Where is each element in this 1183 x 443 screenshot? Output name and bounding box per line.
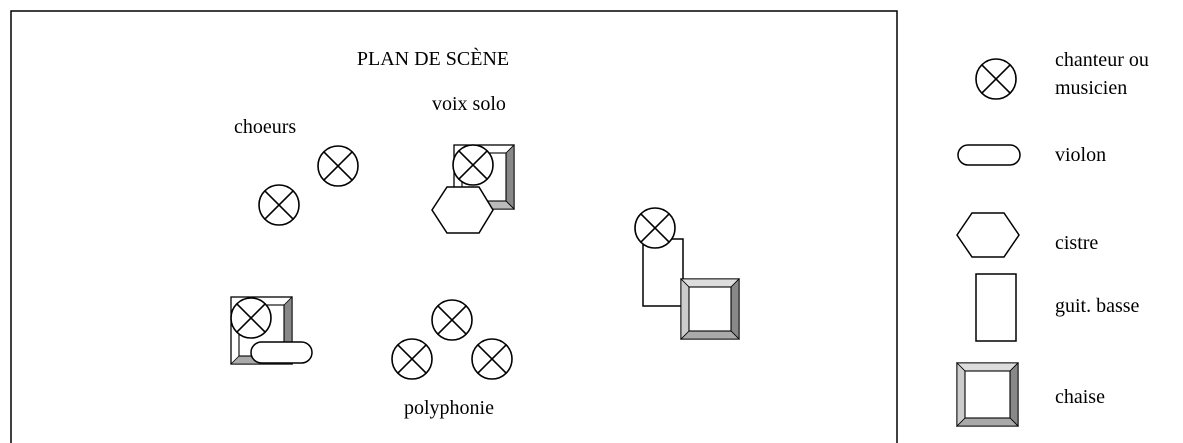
solo-cittern-icon [431, 186, 494, 234]
choir-singer-icon [258, 184, 300, 226]
polyphony-singer-icon [391, 338, 433, 380]
legend-singer-label-2: musicien [1055, 77, 1127, 99]
violin-singer-icon [230, 297, 272, 339]
legend-cittern-icon [956, 212, 1020, 258]
legend-bass-guitar-icon [975, 273, 1017, 342]
stage-frame [10, 10, 898, 443]
label-choeurs: choeurs [234, 116, 296, 138]
polyphony-singer-icon [431, 299, 473, 341]
label-voix-solo: voix solo [432, 93, 506, 115]
legend-chair-icon [956, 362, 1019, 427]
legend-chair-label: chaise [1055, 386, 1105, 408]
legend-singer-label-1: chanteur ou [1055, 49, 1149, 71]
legend-cittern-label: cistre [1055, 232, 1098, 254]
legend-violin-icon [957, 144, 1021, 166]
bass-singer-icon [634, 207, 676, 249]
bass-guitar-icon [642, 238, 684, 307]
stage-title: PLAN DE SCÈNE [357, 47, 509, 70]
legend: chanteur ou musicien violon cistre guit.… [956, 49, 1149, 427]
label-polyphonie: polyphonie [404, 397, 494, 419]
legend-bass-guitar-label: guit. basse [1055, 295, 1140, 317]
polyphony-singer-icon [471, 338, 513, 380]
solo-singer-icon [452, 144, 494, 186]
legend-singer-icon [975, 58, 1017, 100]
bass-chair-icon [680, 278, 740, 340]
choir-singer-icon [317, 145, 359, 187]
violin-icon [250, 341, 313, 364]
legend-violin-label: violon [1055, 144, 1106, 166]
